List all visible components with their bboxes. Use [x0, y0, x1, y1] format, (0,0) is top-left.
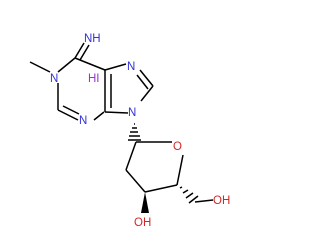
hashed-wedge-bond: [128, 123, 141, 141]
bond-c2-n3: [57, 109, 79, 121]
imine-label: NH: [84, 33, 101, 45]
bond-c8-n9: [140, 85, 154, 102]
hashed-wedge-bond-c4-c5: [179, 186, 199, 204]
hydroxyl-c3-label: OH: [134, 217, 151, 229]
bond-c1-c2: [125, 141, 137, 171]
bond-n1-methyl: [29, 61, 51, 73]
wedge-bond-c3-oh: [141, 192, 149, 213]
bond-c5-oh: [194, 199, 214, 203]
bond-n9-c4: [104, 111, 129, 114]
bond-c3-c4: [144, 184, 178, 193]
bond-c4-o4: [176, 154, 184, 186]
bond-c6-imine: [74, 42, 85, 59]
n7-label: N: [127, 61, 135, 73]
bond-n3-c4: [93, 111, 105, 121]
ring-oxygen-label: O: [173, 141, 182, 153]
bond-c6-c5: [74, 57, 106, 71]
bond-n7-c8: [139, 69, 154, 87]
n3-label: N: [79, 115, 87, 127]
n9-label: N: [128, 107, 136, 119]
n1-label: N: [50, 73, 58, 85]
bond-n7-c8-double: [136, 74, 149, 90]
hydroxyl-c5-label: OH: [213, 195, 230, 207]
bond-c6-imine-double: [79, 44, 90, 61]
molecule-diagram: NH N N N N O OH OH HI: [29, 33, 230, 229]
bond-c2-n3-double: [62, 105, 80, 115]
bond-c6-n1: [57, 57, 76, 73]
structure-canvas: NH N N N N O OH OH HI: [29, 33, 230, 229]
hydroiodide-label: HI: [88, 73, 100, 85]
bond-c2-c3: [125, 169, 146, 193]
bond-c5-n7: [104, 63, 127, 71]
